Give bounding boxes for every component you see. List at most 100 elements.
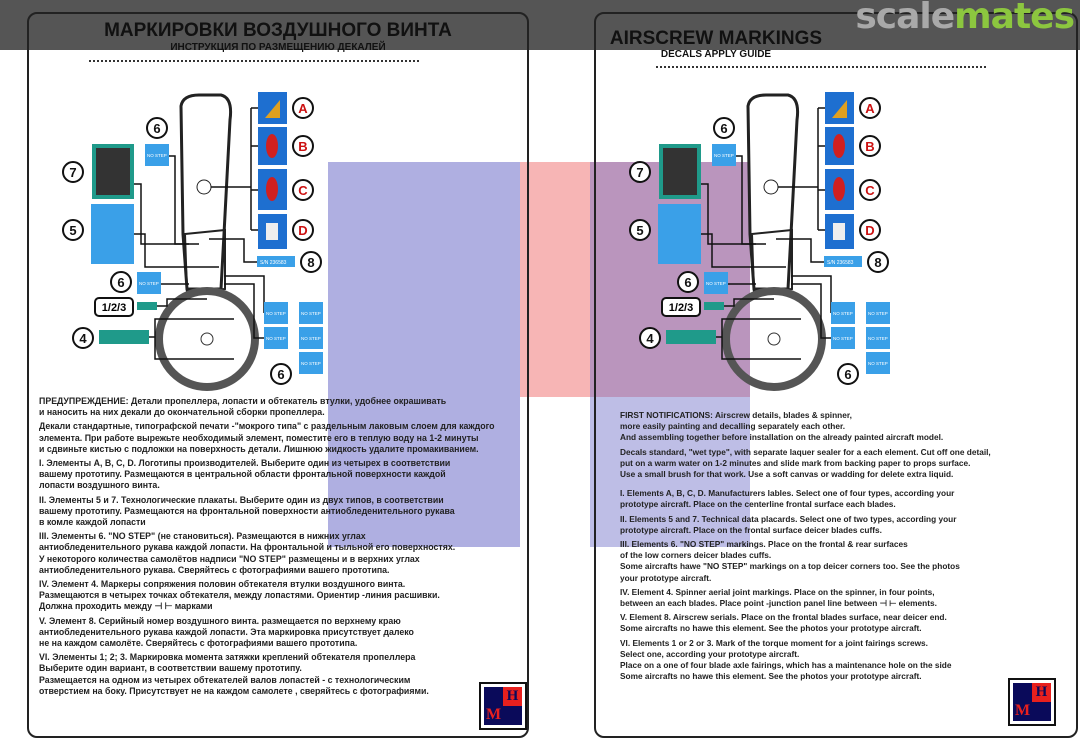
no-step-text: NO STEP xyxy=(301,361,321,366)
text-line: антиобледенительного рукава каждой лопас… xyxy=(39,542,456,553)
logo-h: H xyxy=(503,687,522,706)
top-banner xyxy=(0,0,1080,50)
callout-circle-n6 xyxy=(837,363,859,385)
callout-label-1-2-3: 1/2/3 xyxy=(669,302,693,314)
callout-label-n7: 7 xyxy=(636,165,643,180)
center-mark xyxy=(763,179,779,195)
sheet-title: AIRSCREW MARKINGS xyxy=(609,28,823,49)
callout-label-n8: 8 xyxy=(874,255,881,270)
callout-circle-c xyxy=(292,179,314,201)
text-line: Some aircrafts no hawe this element. See… xyxy=(620,623,922,634)
logo-decals xyxy=(258,92,287,249)
text-line: не на каждом самолёте. Сверяйтесь с фото… xyxy=(39,638,358,649)
decal-4 xyxy=(99,330,149,344)
instruction-text: ПРЕДУПРЕЖДЕНИЕ: Детали пропеллера, лопас… xyxy=(39,396,495,700)
paragraph: ПРЕДУПРЕЖДЕНИЕ: Детали пропеллера, лопас… xyxy=(39,396,495,418)
placard-5 xyxy=(91,204,134,264)
no-step-decal xyxy=(831,327,855,349)
paragraph: III. Elements 6. "NO STEP" markings. Pla… xyxy=(620,539,991,584)
blade-outline xyxy=(746,93,800,294)
no-step-text: NO STEP xyxy=(266,336,286,341)
placard-5 xyxy=(658,204,701,264)
no-step-decal xyxy=(704,272,728,294)
text-line: IV. Element 4. Spinner aerial joint mark… xyxy=(620,586,935,597)
blade-outline xyxy=(179,93,233,294)
text-line: вашему прототипу. Размещаются в централь… xyxy=(39,469,446,480)
text-line: prototype aircraft. Place on the frontal… xyxy=(620,524,882,535)
text-line: I. Elements A, B, C, D. Manufacturers la… xyxy=(620,488,955,499)
placard-7-inner xyxy=(96,148,130,195)
callout-label-b: B xyxy=(865,139,874,154)
text-line: Decals standard, "wet type", with separa… xyxy=(620,446,991,457)
english-instruction-sheet: AIRSCREW MARKINGS DECALS APPLY GUIDE S/N… xyxy=(594,12,1078,738)
serial-text: S/N 236583 xyxy=(827,260,854,266)
no-step-decal xyxy=(299,302,323,324)
decal-1-2-3 xyxy=(137,302,157,310)
text-line: У некоторого количества самолётов надпис… xyxy=(39,553,420,564)
callout-box-1-2-3 xyxy=(94,297,134,317)
callout-circle-n8 xyxy=(300,251,322,273)
callout-label-n6: 6 xyxy=(720,121,727,136)
text-line: Use a small brush for that work. Use a s… xyxy=(620,469,954,480)
paragraph: IV. Элемент 4. Маркеры сопряжения полови… xyxy=(39,579,495,613)
callout-circle-n6 xyxy=(110,271,132,293)
paragraph: I. Elements A, B, C, D. Manufacturers la… xyxy=(620,488,991,510)
brand-mates: mates xyxy=(954,0,1075,37)
callout-label-n8: 8 xyxy=(307,255,314,270)
callout-label-c: C xyxy=(865,183,875,198)
paragraph: Декали стандартные, типографской печати … xyxy=(39,421,495,455)
callout-circle-n4 xyxy=(72,327,94,349)
decal-1-2-3 xyxy=(704,302,724,310)
text-line: антиобледенительного рукава каждой лопас… xyxy=(39,626,414,637)
text-line: III. Элементы 6. "NO STEP" (не становить… xyxy=(39,531,366,542)
no-step-decal xyxy=(137,272,161,294)
text-line: Place on a one of four blade axle fairin… xyxy=(620,660,952,671)
sheet-title: МАРКИРОВКИ ВОЗДУШНОГО ВИНТА xyxy=(104,20,452,41)
callout-circle-n6 xyxy=(270,363,292,385)
no-step-text: NO STEP xyxy=(833,311,853,316)
no-step-decal xyxy=(866,352,890,374)
russian-instruction-sheet: МАРКИРОВКИ ВОЗДУШНОГО ВИНТА ИНСТРУКЦИЯ П… xyxy=(27,12,529,738)
text-line: Размещается на одном из четырех обтекате… xyxy=(39,674,411,685)
text-line: в комле каждой лопасти xyxy=(39,517,146,528)
paragraph: V. Element 8. Airscrew serials. Place on… xyxy=(620,612,991,634)
callout-circle-d xyxy=(859,219,881,241)
no-step-decal xyxy=(831,302,855,324)
no-step-text: NO STEP xyxy=(301,311,321,316)
text-line: of the low corners deicer blades cuffs. xyxy=(620,550,772,561)
text-line: FIRST NOTIFICATIONS: Airscrew details, b… xyxy=(620,410,852,420)
callout-circle-n7 xyxy=(62,161,84,183)
leader-lines xyxy=(701,107,832,360)
paragraph: Decals standard, "wet type", with separa… xyxy=(620,447,991,481)
callout-label-n6: 6 xyxy=(153,121,160,136)
text-line: VI. Elements 1 or 2 or 3. Mark of the to… xyxy=(620,637,928,648)
logo-decals xyxy=(825,92,854,249)
text-line: your prototype aircraft. xyxy=(620,572,712,583)
callout-label-d: D xyxy=(298,223,307,238)
no-step-decal xyxy=(866,327,890,349)
callout-circle-a xyxy=(859,97,881,119)
paragraph: VI. Элементы 1; 2; 3. Маркировка момента… xyxy=(39,652,495,697)
divider xyxy=(89,60,419,62)
logo-m: M xyxy=(1015,702,1031,719)
serial-decal xyxy=(257,256,295,267)
paragraph: I. Элементы A, B, C, D. Логотипы произво… xyxy=(39,458,495,492)
no-step-decal xyxy=(299,327,323,349)
no-step-decal xyxy=(264,302,288,324)
no-step-text: NO STEP xyxy=(868,361,888,366)
paragraph: FIRST NOTIFICATIONS: Airscrew details, b… xyxy=(620,410,991,444)
no-step-text: NO STEP xyxy=(833,336,853,341)
callout-circle-c xyxy=(859,179,881,201)
callout-label-n6: 6 xyxy=(684,275,691,290)
no-step-text: NO STEP xyxy=(301,336,321,341)
text-line: антиобледенительного рукава. Сверяйтесь … xyxy=(39,564,390,575)
serial-decal xyxy=(824,256,862,267)
text-line: put on a warm water on 1-2 minutes and s… xyxy=(620,457,971,468)
text-line: Some aircrafts hawe "NO STEP" markings o… xyxy=(620,561,960,572)
callout-label-n7: 7 xyxy=(69,165,76,180)
callout-label-1-2-3: 1/2/3 xyxy=(102,302,126,314)
instruction-text: FIRST NOTIFICATIONS: Airscrew details, b… xyxy=(620,410,991,685)
decal-4 xyxy=(666,330,716,344)
